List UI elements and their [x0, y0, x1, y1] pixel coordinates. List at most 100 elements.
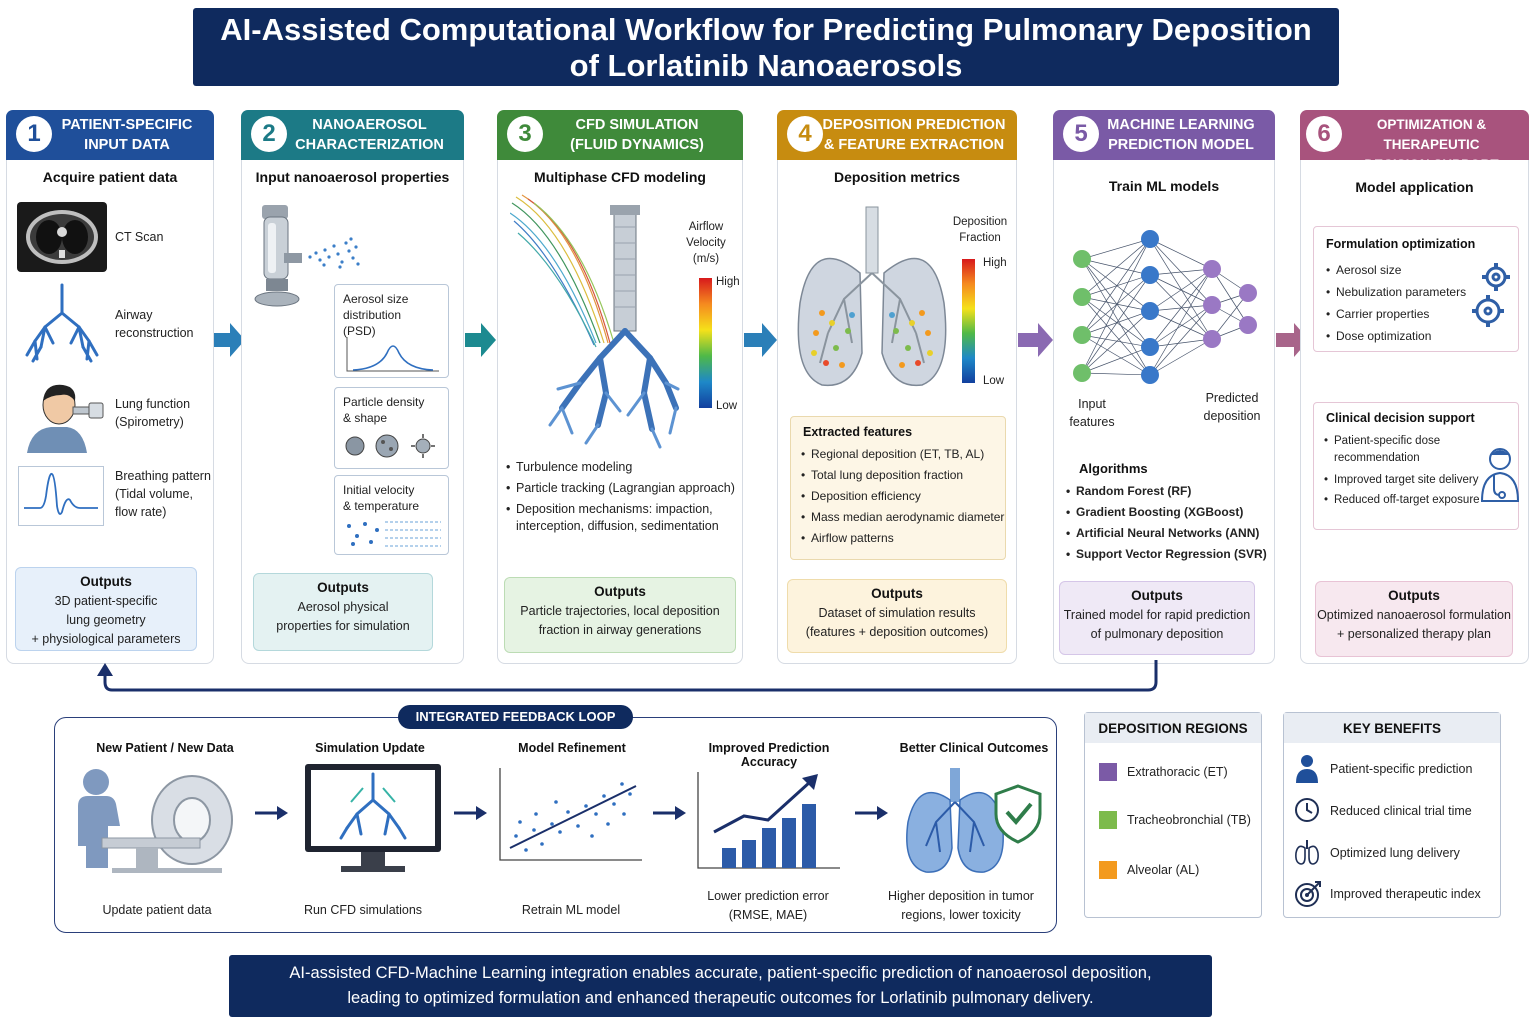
psd-curve-icon — [346, 337, 439, 372]
particle-shapes-icon — [345, 434, 435, 458]
title-line-2: of Lorlatinib Nanoaerosols — [569, 48, 963, 83]
airflow-scale-title: Airflow Velocity (m/s) — [686, 221, 726, 265]
loop-title-clinical-outcomes: Better Clinical Outcomes — [899, 741, 1049, 755]
title-line-1: AI-Assisted Computational Workflow for P… — [220, 12, 1312, 47]
velocity-label-2: & temperature — [343, 499, 420, 513]
formulation-title: Formulation optimization — [1326, 237, 1476, 251]
stage-1-outputs-line-3: + physiological parameters — [31, 632, 181, 646]
lung-function-label-2: (Spirometry) — [115, 415, 184, 429]
stage-5-outputs-line-2: of pulmonary deposition — [1090, 627, 1224, 641]
deposition-regions-title: DEPOSITION REGIONS — [1085, 713, 1261, 743]
feedback-loop-tag: INTEGRATED FEEDBACK LOOP — [398, 705, 633, 729]
feature-total: Total lung deposition fraction — [801, 465, 1004, 486]
form-dose: Dose optimization — [1326, 325, 1466, 347]
bullet-particle-tracking: Particle tracking (Lagrangian approach) — [506, 478, 742, 499]
stage-2-number: 2 — [251, 116, 287, 152]
lungs-shield-icon — [906, 768, 1042, 873]
stage-4-title-2: & FEATURE EXTRACTION — [823, 137, 1005, 153]
nebulizer-icon — [254, 205, 360, 307]
stage-2-outputs: Outputs Aerosol physical properties for … — [253, 573, 433, 651]
stage-1-outputs: Outputs 3D patient-specific lung geometr… — [15, 567, 197, 651]
loop-arrow-2 — [454, 806, 487, 820]
velocity-streams-icon — [347, 521, 441, 547]
stage-4-panel: 4 DEPOSITION PREDICTION & FEATURE EXTRAC… — [777, 110, 1017, 664]
lung-function-label-1: Lung function — [115, 397, 191, 411]
neural-network-icon — [1073, 230, 1257, 384]
stage-6-outputs-line-1: Optimized nanoaerosol formulation — [1317, 608, 1511, 622]
airflow-scale-low: Low — [716, 400, 738, 412]
patient-scanner-icon — [78, 769, 233, 873]
feature-regional: Regional deposition (ET, TB, AL) — [801, 444, 1004, 465]
algorithm-svr: Support Vector Regression (SVR) — [1066, 544, 1267, 565]
stage-1-title-2: INPUT DATA — [84, 137, 170, 153]
stage-3-outputs-line-1: Particle trajectories, local deposition — [520, 604, 720, 618]
cfd-airway-simulation-image — [510, 194, 680, 449]
ct-scan-label: CT Scan — [115, 230, 164, 244]
summary-footer: AI-assisted CFD-Machine Learning integra… — [229, 955, 1212, 1017]
stage-2-title-1: NANOAEROSOL — [312, 117, 427, 133]
density-label-2: & shape — [343, 411, 388, 425]
formulation-optimization-box: Formulation optimization Aerosol size Ne… — [1313, 226, 1519, 352]
bullet-turbulence: Turbulence modeling — [506, 457, 742, 478]
airflow-color-scale — [699, 278, 712, 408]
monitor-simulation-icon — [305, 764, 441, 872]
legend-swatch-tb — [1099, 811, 1117, 829]
stage-5-title-1: MACHINE LEARNING — [1107, 117, 1255, 133]
clin-off-target: Reduced off-target exposure — [1324, 490, 1480, 510]
feature-efficiency: Deposition efficiency — [801, 486, 1004, 507]
breathing-label-2: (Tidal volume, — [115, 487, 194, 501]
target-icon — [1295, 881, 1321, 907]
loop-bottom-run-cfd: Run CFD simulations — [303, 903, 423, 917]
velocity-label-1: Initial velocity — [343, 483, 415, 497]
feedback-return-arrow — [97, 660, 1158, 692]
algorithms-title: Algorithms — [1079, 461, 1148, 476]
flow-arrow-3 — [744, 323, 777, 357]
bullet-deposition-mechanisms: Deposition mechanisms: impaction, interc… — [506, 499, 742, 535]
loop-title-simulation-update: Simulation Update — [315, 741, 425, 755]
stage-5-header: 5 MACHINE LEARNING PREDICTION MODEL — [1053, 110, 1275, 160]
form-carrier: Carrier properties — [1326, 303, 1466, 325]
clock-icon — [1295, 798, 1319, 822]
stage-4-number: 4 — [787, 116, 823, 152]
regression-plot-icon — [499, 768, 642, 861]
legend-label-tb: Tracheobronchial (TB) — [1127, 813, 1251, 827]
benefit-patient-specific: Patient-specific prediction — [1330, 762, 1473, 776]
legend-swatch-et — [1099, 763, 1117, 781]
stage-6-panel: 6 OPTIMIZATION & THERAPEUTIC DECISION SU… — [1300, 110, 1529, 664]
density-label-1: Particle density — [343, 395, 425, 409]
gears-icon — [1472, 263, 1510, 327]
benefit-optimized-delivery: Optimized lung delivery — [1330, 846, 1460, 860]
stage-2-panel: 2 NANOAEROSOL CHARACTERIZATION Input nan… — [241, 110, 464, 664]
stage-4-outputs: Outputs Dataset of simulation results (f… — [787, 579, 1007, 653]
airway-label-2: reconstruction — [115, 326, 194, 340]
stage-3-outputs-title: Outputs — [594, 584, 646, 599]
psd-label-1: Aerosol size — [343, 292, 409, 306]
algorithm-xgboost: Gradient Boosting (XGBoost) — [1066, 502, 1267, 523]
stage-6-header: 6 OPTIMIZATION & THERAPEUTIC DECISION SU… — [1300, 110, 1529, 172]
loop-arrow-4 — [855, 806, 888, 820]
lungs-icon — [1295, 840, 1319, 865]
input-features-label: Input features — [1069, 397, 1115, 429]
stage-5-subtitle: Train ML models — [1108, 178, 1220, 194]
stage-4-outputs-line-2: (features + deposition outcomes) — [805, 625, 989, 639]
accuracy-bar-chart-icon — [697, 772, 840, 869]
key-benefits-title: KEY BENEFITS — [1284, 713, 1500, 743]
person-icon — [1296, 755, 1318, 783]
stage-4-outputs-title: Outputs — [871, 586, 923, 601]
stage-4-outputs-line-1: Dataset of simulation results — [818, 606, 976, 620]
stage-2-header: 2 NANOAEROSOL CHARACTERIZATION — [241, 110, 464, 160]
breathing-label-1: Breathing pattern — [115, 469, 211, 483]
stage-1-header: 1 PATIENT-SPECIFIC INPUT DATA — [6, 110, 214, 160]
footer-line-2: leading to optimized formulation and enh… — [347, 989, 1094, 1007]
formulation-bullets: Aerosol size Nebulization parameters Car… — [1326, 259, 1466, 347]
algorithm-ann: Artificial Neural Networks (ANN) — [1066, 523, 1267, 544]
algorithm-rf: Random Forest (RF) — [1066, 481, 1267, 502]
stage-3-number: 3 — [507, 116, 543, 152]
stage-1-outputs-title: Outputs — [80, 574, 132, 589]
loop-title-model-refinement: Model Refinement — [518, 741, 626, 755]
stage-3-bullets: Turbulence modeling Particle tracking (L… — [506, 457, 742, 535]
stage-2-outputs-title: Outputs — [317, 580, 369, 595]
psd-box: Aerosol size distribution (PSD) — [334, 284, 449, 378]
stage-6-number: 6 — [1306, 116, 1342, 152]
stage-2-outputs-line-1: Aerosol physical — [297, 600, 389, 614]
